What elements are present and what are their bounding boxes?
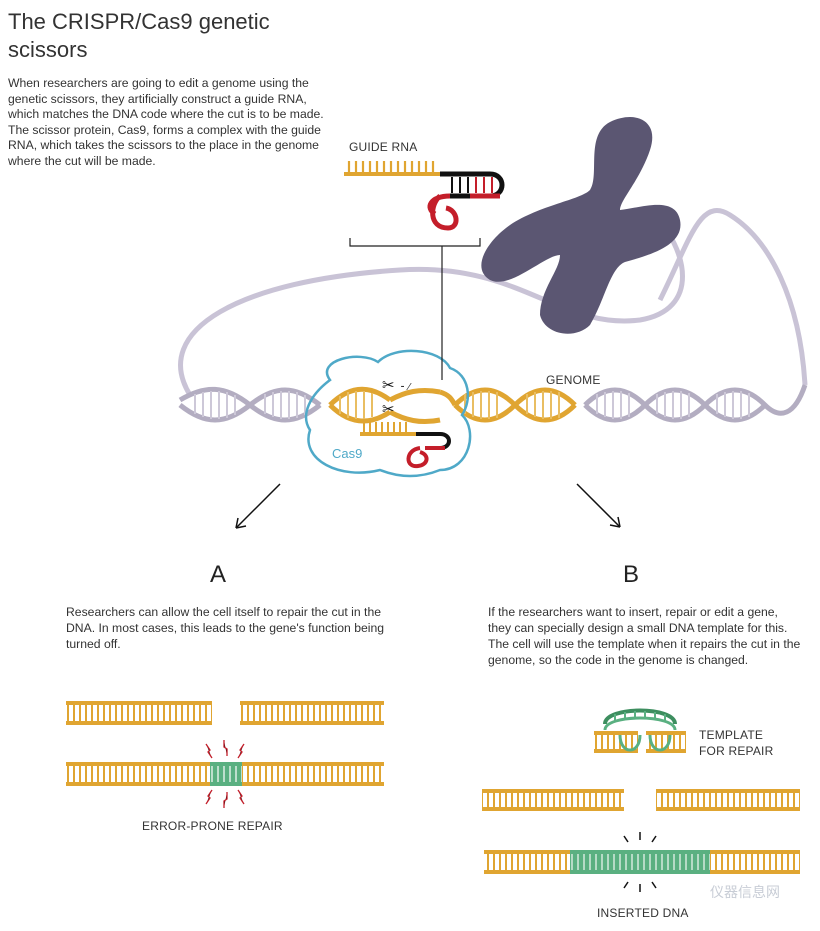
arrow-to-a — [235, 483, 281, 529]
scissors-icon: ✂ ✂ ⁃ ⁄ — [382, 376, 412, 418]
section-b-letter: B — [623, 561, 640, 588]
cas9-label: Cas9 — [332, 446, 363, 461]
intro-paragraph: When researchers are going to edit a gen… — [8, 76, 324, 168]
section-a-text: Researchers can allow the cell itself to… — [66, 605, 385, 651]
genome-strand-loop — [178, 208, 685, 397]
dna-cut-a — [66, 701, 384, 725]
section-b-text: If the researchers want to insert, repai… — [488, 605, 801, 667]
error-prone-label: ERROR-PRONE REPAIR — [142, 819, 283, 833]
guide-rna-connector — [349, 238, 481, 380]
dna-cut-b — [482, 789, 800, 811]
figure-title: The CRISPR/Cas9 genetic scissors — [8, 9, 270, 62]
chromosome — [481, 117, 681, 334]
dna-repaired-a — [66, 740, 384, 808]
inserted-dna-label: INSERTED DNA — [597, 906, 689, 920]
repair-template — [594, 708, 686, 753]
svg-text:✂: ✂ — [382, 376, 395, 394]
section-a-letter: A — [210, 561, 227, 588]
genome-label: GENOME — [546, 373, 601, 387]
dna-inserted-b — [484, 832, 800, 892]
genome-helix — [178, 384, 808, 425]
guide-rna-icon — [344, 161, 505, 231]
arrow-to-b — [576, 483, 621, 528]
genome-strand-right — [657, 208, 808, 386]
guide-rna-label: GUIDE RNA — [349, 140, 418, 154]
template-label-line1: TEMPLATE — [699, 728, 764, 742]
svg-text:✂: ✂ — [382, 400, 395, 418]
cas9-outline — [304, 349, 472, 478]
template-label-line2: FOR REPAIR — [699, 744, 774, 758]
watermark-logo: 仪器信息网 — [710, 885, 780, 901]
svg-text:⁃ ⁄: ⁃ ⁄ — [400, 382, 412, 393]
guide-rna-bound — [360, 422, 451, 469]
